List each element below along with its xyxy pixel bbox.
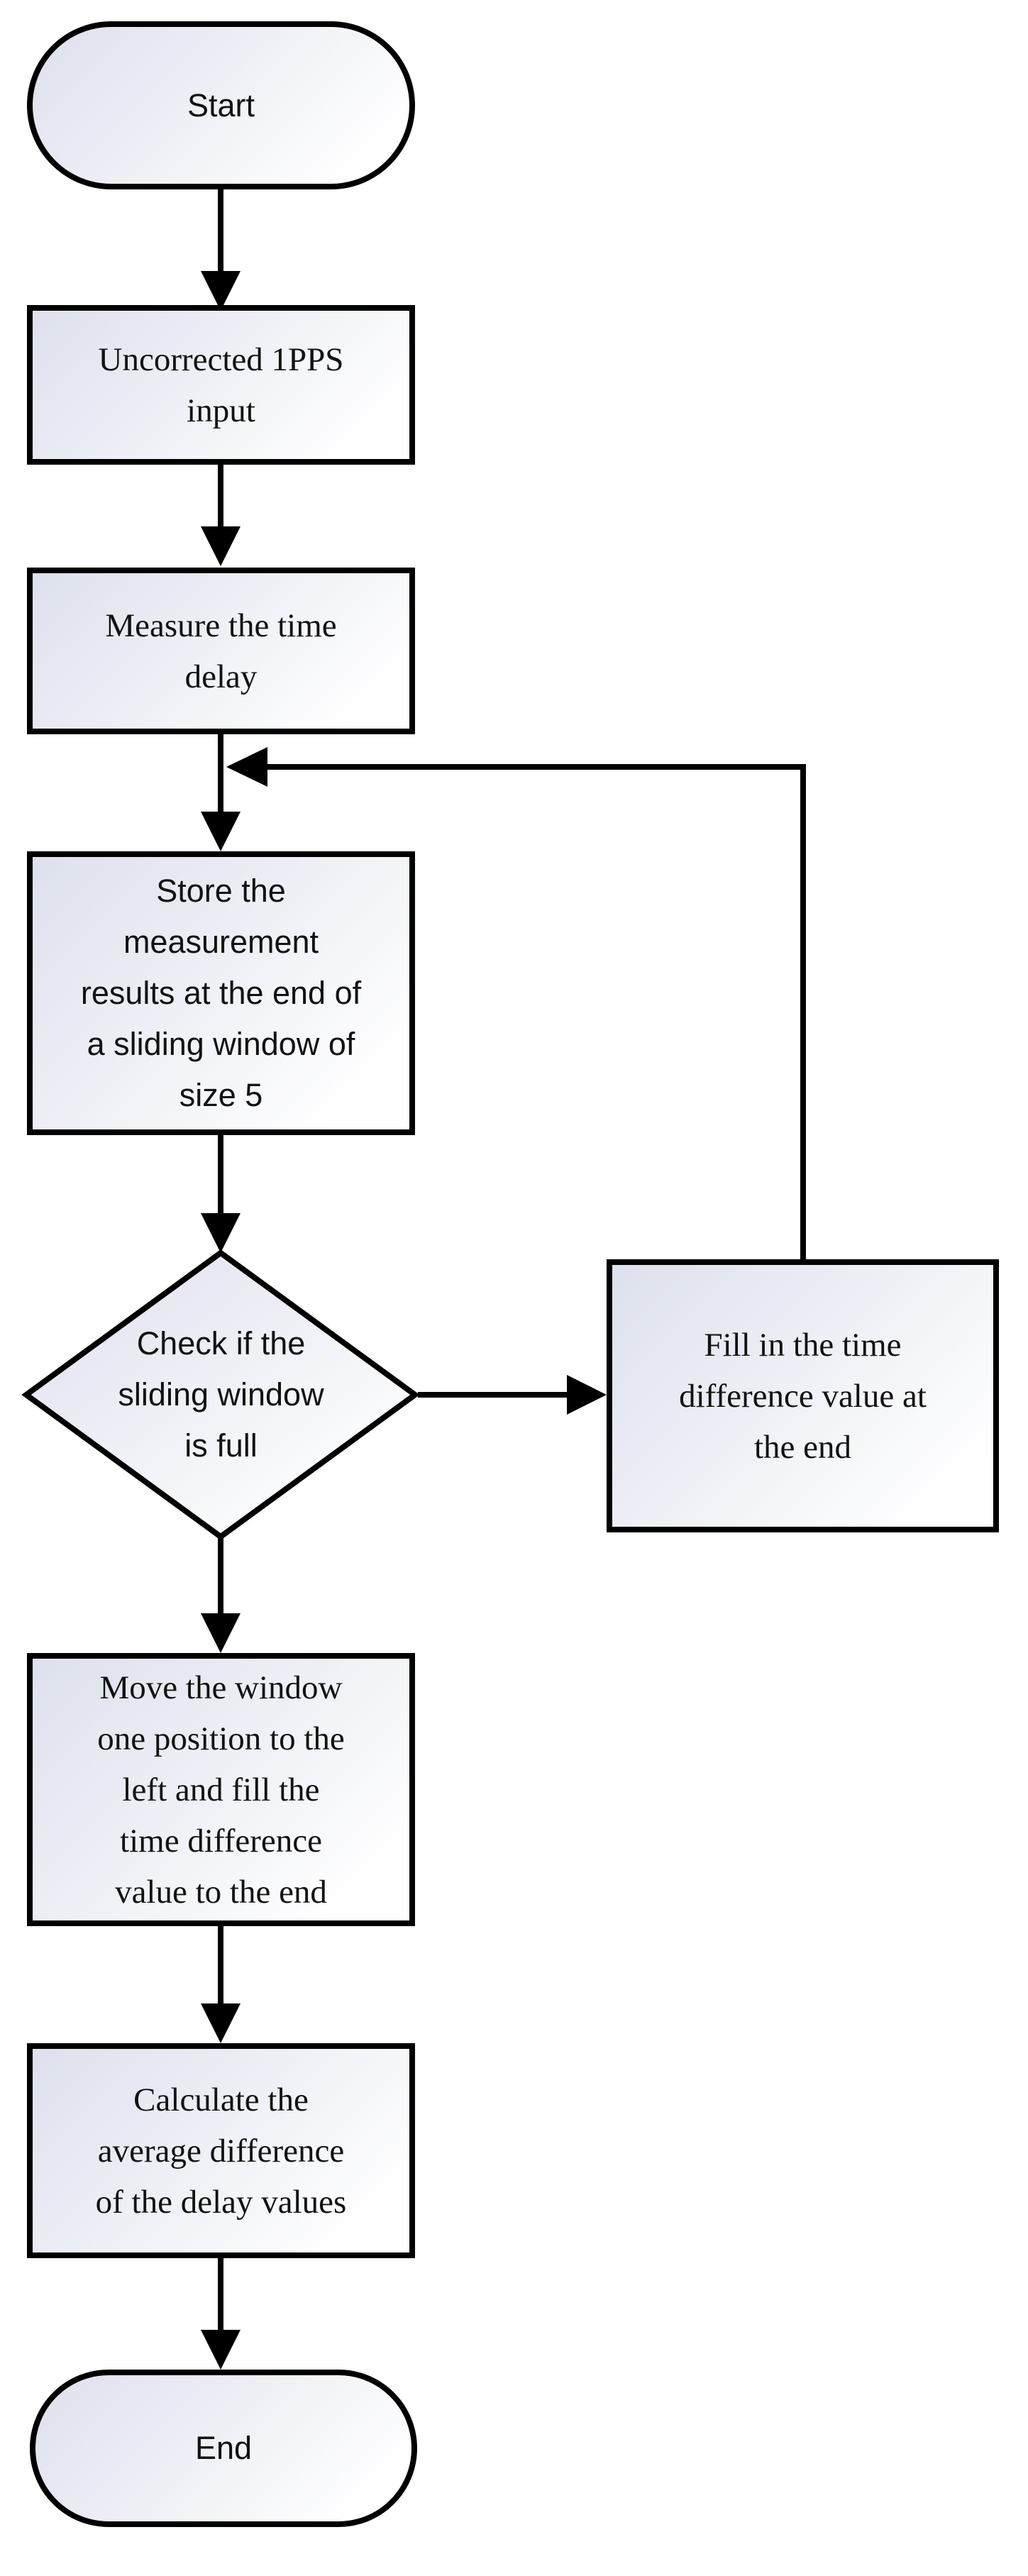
edge-fill-loopback <box>266 764 806 1262</box>
arrowhead-down-icon <box>201 2330 241 2370</box>
store-measurement-results-step: Store the measurement results at the end… <box>27 851 415 1135</box>
move-window-step: Move the window one position to the left… <box>27 1653 415 1926</box>
start-terminator: Start <box>27 21 415 189</box>
arrowhead-left-icon <box>226 747 267 787</box>
arrowhead-down-icon <box>201 812 241 851</box>
arrowhead-down-icon <box>201 271 241 311</box>
fill-time-difference-step: Fill in the time difference value at the… <box>607 1259 999 1532</box>
arrowhead-down-icon <box>201 1213 241 1253</box>
calculate-average-difference-step: Calculate the average difference of the … <box>27 2043 415 2258</box>
arrowhead-down-icon <box>201 1613 241 1653</box>
arrowhead-down-icon <box>201 526 241 566</box>
end-terminator: End <box>30 2370 417 2527</box>
measure-time-delay-step: Measure the time delay <box>27 568 415 734</box>
check-sliding-window-decision-label: Check if the sliding window is full <box>118 1325 324 1464</box>
arrowhead-down-icon <box>201 2003 241 2043</box>
uncorrected-1pps-input-step: Uncorrected 1PPS input <box>27 305 415 465</box>
arrowhead-right-icon <box>567 1375 607 1415</box>
